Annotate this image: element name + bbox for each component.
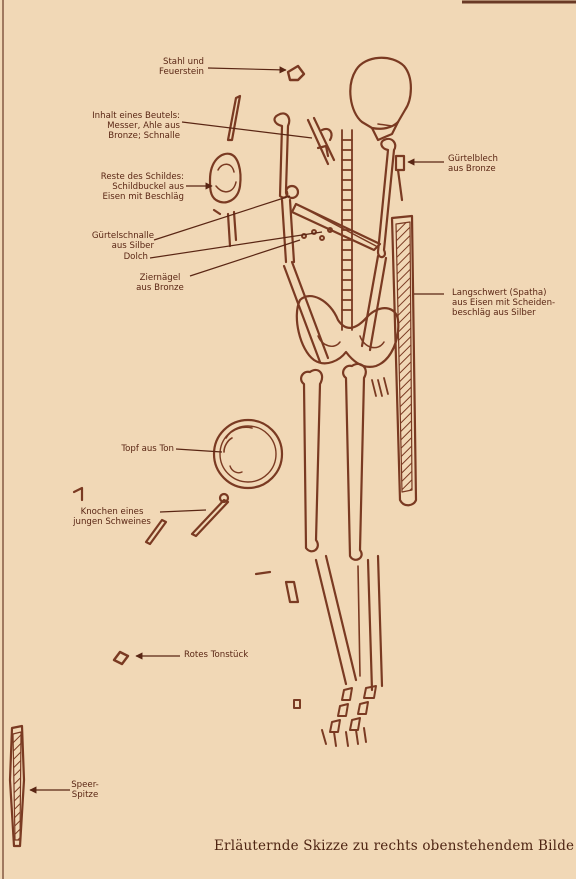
stray-long-bone xyxy=(228,96,240,140)
fire-steel-flint xyxy=(288,66,304,80)
right-tibia xyxy=(368,556,382,690)
spatha xyxy=(392,216,416,505)
label-topf: Topf aus Ton xyxy=(96,444,174,454)
left-femur xyxy=(301,370,322,551)
leader-ziernaegel xyxy=(190,240,300,276)
pelvis xyxy=(297,296,398,367)
leader-stahl xyxy=(208,68,286,70)
spear-tip xyxy=(10,726,24,846)
label-stahl: Stahl und Feuerstein xyxy=(120,57,204,77)
clay-pot xyxy=(214,420,282,488)
hand-bones xyxy=(372,378,388,396)
foot-bones xyxy=(294,686,376,746)
leader-beutel xyxy=(182,122,312,138)
label-beutel: Inhalt eines Beutels: Messer, Ahle aus B… xyxy=(70,111,180,141)
left-humerus xyxy=(275,113,290,197)
left-lower-arm xyxy=(284,262,328,362)
right-forearm xyxy=(362,256,386,350)
label-schild: Reste des Schildes: Schildbuckel aus Eis… xyxy=(66,172,184,202)
label-guertelblech: Gürtelblech aus Bronze xyxy=(448,154,538,174)
right-femur xyxy=(343,364,366,560)
label-dolch: Dolch xyxy=(90,252,148,262)
shield-boss xyxy=(210,154,241,246)
dagger xyxy=(292,204,380,250)
label-ziernaegel: Ziernägel aus Bronze xyxy=(120,273,200,293)
left-tibia xyxy=(316,556,356,684)
label-speer: Speer- Spitze xyxy=(60,780,110,800)
pig-bones xyxy=(74,488,298,602)
label-tonstueck: Rotes Tonstück xyxy=(184,650,274,660)
skull xyxy=(350,58,411,129)
label-langschwert: Langschwert (Spatha) aus Eisen mit Schei… xyxy=(452,288,574,318)
label-guertelschnalle: Gürtelschnalle aus Silber xyxy=(66,231,154,251)
figure-caption: Erläuternde Skizze zu rechts obenstehend… xyxy=(214,838,574,854)
leader-knochen xyxy=(160,510,206,512)
pouch-items xyxy=(308,118,334,164)
label-knochen: Knochen eines jungen Schweines xyxy=(66,507,158,527)
red-clay-piece xyxy=(114,652,128,664)
belt-plate xyxy=(396,156,404,200)
